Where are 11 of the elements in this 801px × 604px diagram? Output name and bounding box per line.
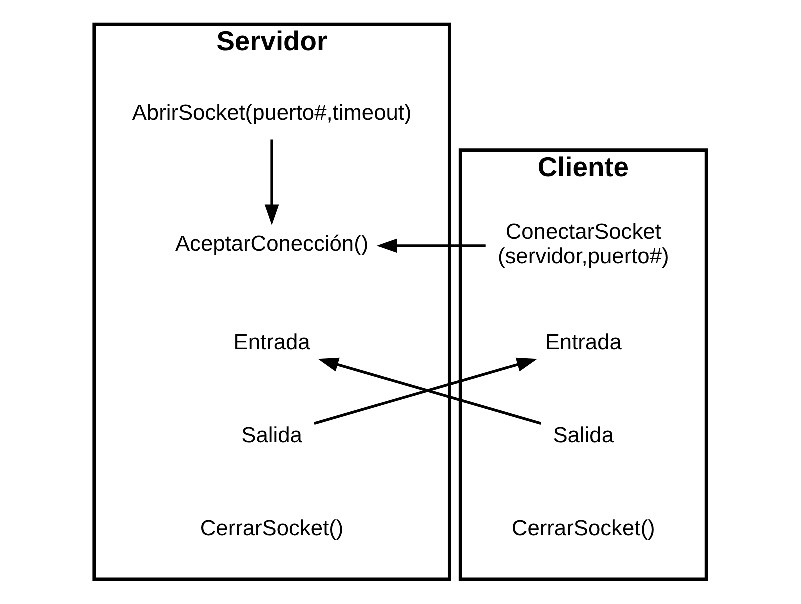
node-text: ConectarSocket (servidor,puerto#) bbox=[498, 218, 670, 268]
node-text: Entrada bbox=[234, 330, 310, 355]
node-text: Salida bbox=[553, 422, 614, 448]
node-text: Salida bbox=[242, 422, 302, 448]
node-text: CerrarSocket() bbox=[200, 515, 344, 540]
node-text: AbrirSocket(puerto#,timeout) bbox=[132, 100, 412, 125]
arrow bbox=[376, 238, 486, 254]
node-text: AceptarConección() bbox=[175, 231, 369, 256]
node-text: CerrarSocket() bbox=[512, 515, 656, 540]
node-text: Entrada bbox=[545, 330, 622, 355]
arrow bbox=[264, 140, 280, 226]
